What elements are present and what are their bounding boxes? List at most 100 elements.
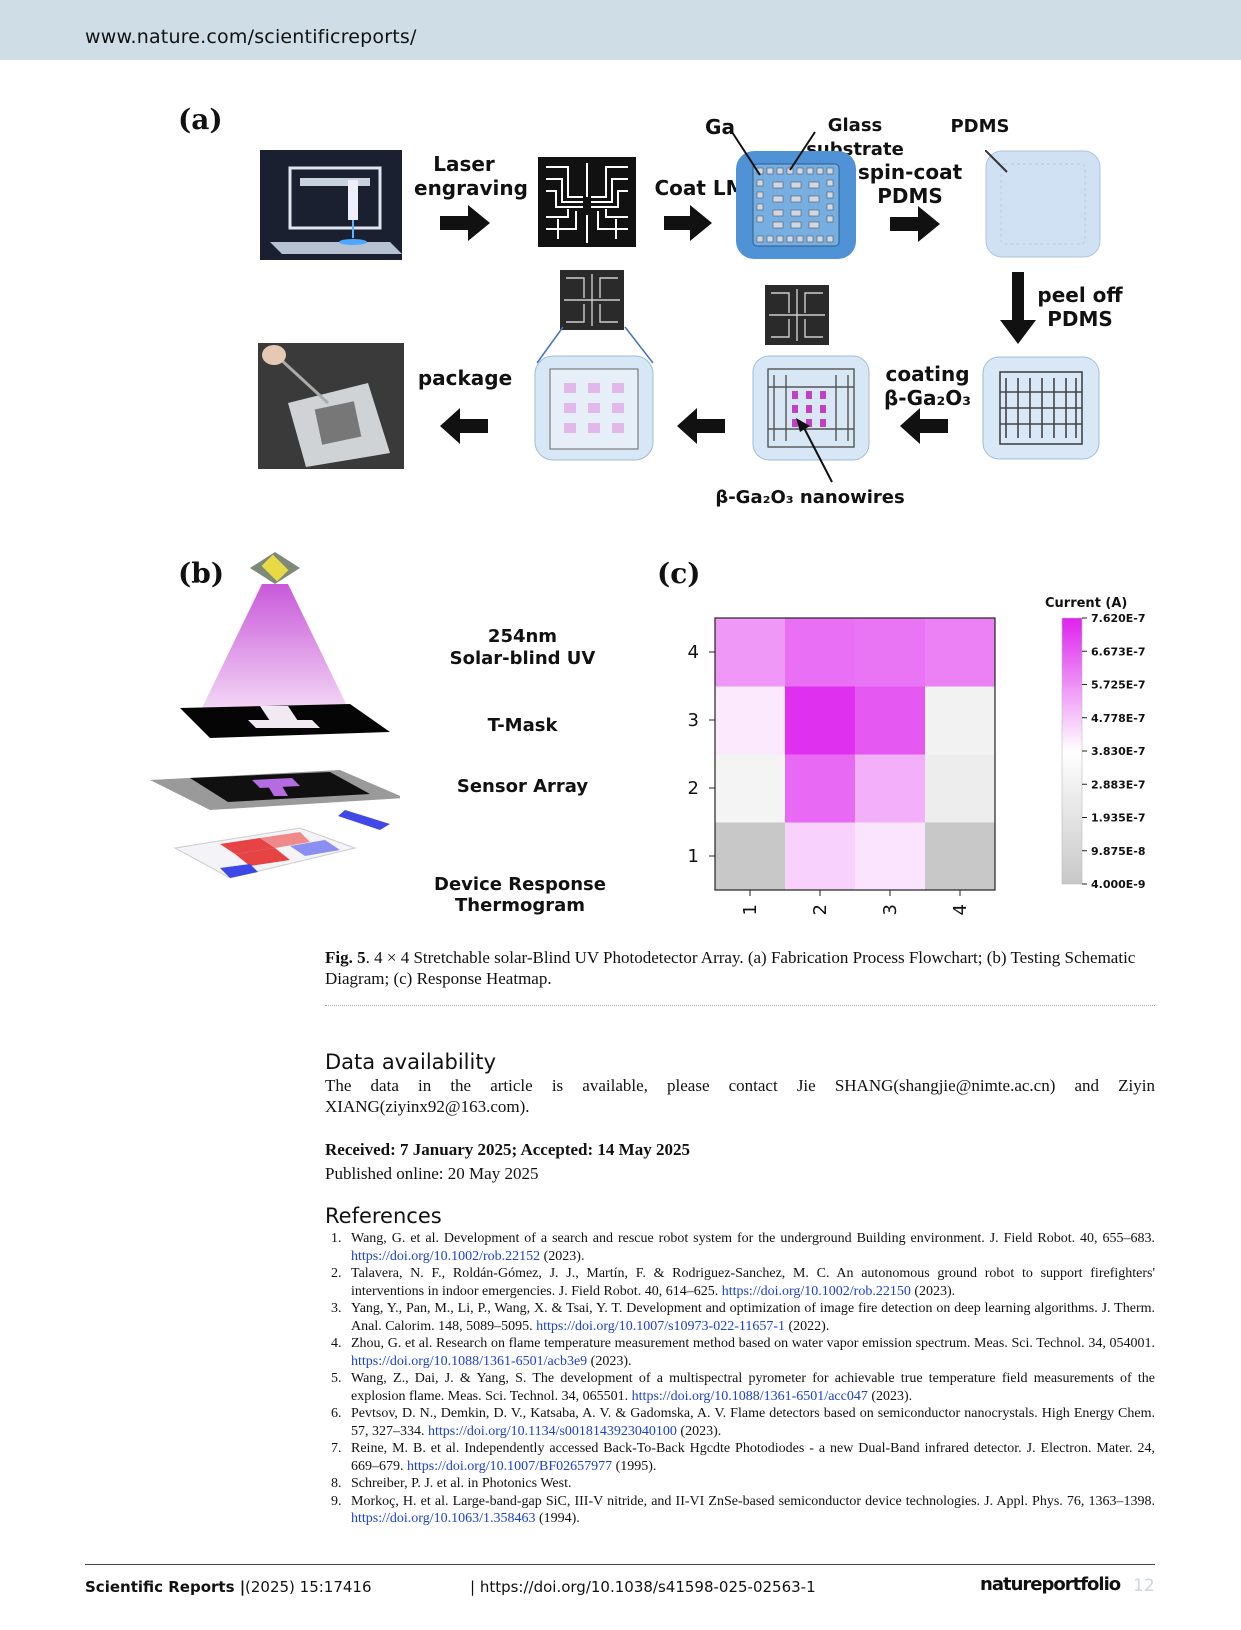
reference-year: (2023). bbox=[540, 1248, 585, 1264]
nanowire-chip-image bbox=[752, 355, 870, 461]
heatmap-cell bbox=[715, 618, 786, 687]
microscope-inset-image bbox=[560, 270, 624, 330]
heatmap-cell bbox=[925, 754, 996, 823]
peel-off-label-2: PDMS bbox=[1047, 307, 1113, 331]
colorbar-tick-label: 5.725E-7 bbox=[1091, 679, 1146, 692]
x-tick-label: 3 bbox=[880, 904, 901, 915]
arrow-down-icon bbox=[1000, 272, 1036, 344]
reference-number: 4. bbox=[331, 1336, 342, 1351]
footer-doi-link[interactable]: | https://doi.org/10.1038/s41598-025-025… bbox=[470, 1578, 816, 1596]
spin-coat-label-2: PDMS bbox=[877, 184, 943, 208]
laser-engraver-photo bbox=[260, 150, 402, 260]
heatmap-cell bbox=[855, 822, 926, 891]
arrow-right-icon bbox=[664, 205, 712, 241]
publisher-logo: natureportfolio bbox=[980, 1574, 1121, 1595]
reference-text: Wang, G. et al. Development of a search … bbox=[351, 1231, 1155, 1246]
heatmap-cell bbox=[925, 822, 996, 891]
reference-number: 2. bbox=[331, 1266, 342, 1281]
arrow-left-icon bbox=[440, 408, 488, 444]
colorbar-tick-label: 4.000E-9 bbox=[1091, 878, 1146, 891]
page-number: 12 bbox=[1133, 1576, 1155, 1596]
sensor-array-label: Sensor Array bbox=[456, 776, 589, 797]
pdms-label: PDMS bbox=[950, 116, 1010, 137]
colorbar-tick-label: 9.875E-8 bbox=[1091, 845, 1146, 858]
peel-off-label-1: peel off bbox=[1037, 283, 1123, 307]
reference-number: 7. bbox=[331, 1441, 342, 1456]
reference-text: Reine, M. B. et al. Independently access… bbox=[351, 1441, 1155, 1474]
uv-label-2: Solar-blind UV bbox=[449, 648, 596, 669]
heatmap-cell bbox=[855, 686, 926, 755]
panel-b-label: (b) bbox=[178, 557, 225, 590]
panel-a-label: (a) bbox=[178, 103, 223, 136]
reference-item: 2. Talavera, N. F., Roldán-Gómez, J. J., … bbox=[325, 1265, 1155, 1300]
reference-text: Schreiber, P. J. et al. in Photonics Wes… bbox=[351, 1476, 572, 1491]
packaged-chip-image bbox=[534, 355, 654, 461]
reference-number: 6. bbox=[331, 1406, 342, 1421]
site-url-link[interactable]: www.nature.com/scientificreports/ bbox=[85, 26, 417, 48]
laser-label-2: engraving bbox=[414, 176, 528, 200]
pdms-chip-image bbox=[985, 150, 1101, 258]
heatmap-cell bbox=[715, 754, 786, 823]
heatmap-cell bbox=[925, 618, 996, 687]
reference-text: Talavera, N. F., Roldán-Gómez, J. J., Ma… bbox=[351, 1266, 1155, 1299]
heatmap-cell bbox=[715, 686, 786, 755]
device-photo bbox=[258, 343, 404, 469]
reference-item: 5. Wang, Z., Dai, J. & Yang, S. The devel… bbox=[325, 1370, 1155, 1405]
reference-item: 7. Reine, M. B. et al. Independently acce… bbox=[325, 1440, 1155, 1475]
y-tick-label: 4 bbox=[688, 642, 699, 663]
data-availability-text: The data in the article is available, pl… bbox=[325, 1076, 1155, 1116]
references-heading: References bbox=[325, 1204, 442, 1228]
reference-number: 8. bbox=[331, 1476, 342, 1491]
reference-number: 3. bbox=[331, 1301, 342, 1316]
divider bbox=[325, 1005, 1155, 1006]
y-tick-label: 3 bbox=[688, 710, 699, 731]
laser-label-1: Laser bbox=[433, 152, 495, 176]
heatmap-cell bbox=[785, 754, 856, 823]
reference-text: Pevtsov, D. N., Demkin, D. V., Katsaba, … bbox=[351, 1406, 1155, 1439]
arrow-left-icon bbox=[900, 408, 948, 444]
reference-text: Zhou, G. et al. Research on flame temper… bbox=[351, 1336, 1155, 1351]
peeled-chip-image bbox=[982, 356, 1100, 460]
y-tick-label: 2 bbox=[688, 778, 699, 799]
coat-lm-label: Coat LM bbox=[654, 176, 746, 200]
heatmap-cell bbox=[785, 618, 856, 687]
colorbar-tick-label: 6.673E-7 bbox=[1091, 645, 1146, 658]
panel-c-label: (c) bbox=[657, 557, 701, 590]
reference-year: (1995). bbox=[612, 1458, 657, 1474]
reference-doi-link[interactable]: https://doi.org/10.1134/s001814392304010… bbox=[428, 1423, 677, 1439]
heatmap-cell bbox=[785, 686, 856, 755]
caption-text: . 4 × 4 Stretchable solar-Blind UV Photo… bbox=[325, 948, 1136, 988]
arrow-right-icon bbox=[440, 205, 490, 241]
figure-caption: Fig. 5. 4 × 4 Stretchable solar-Blind UV… bbox=[325, 947, 1155, 989]
reference-item: 1.Wang, G. et al. Development of a searc… bbox=[325, 1230, 1155, 1265]
reference-doi-link[interactable]: https://doi.org/10.1002/rob.22150 bbox=[721, 1283, 911, 1299]
nanowires-label: β-Ga₂O₃ nanowires bbox=[715, 487, 905, 508]
footer-volume: (2025) 15:17416 bbox=[245, 1578, 372, 1596]
reference-item: 8. Schreiber, P. J. et al. in Photonics W… bbox=[325, 1475, 1155, 1493]
reference-doi-link[interactable]: https://doi.org/10.1088/1361-6501/acb3e9 bbox=[351, 1353, 588, 1369]
colorbar-tick-label: 7.620E-7 bbox=[1091, 612, 1146, 625]
reference-text: Morkoç, H. et al. Large-band-gap SiC, II… bbox=[351, 1493, 1155, 1509]
data-availability-heading: Data availability bbox=[325, 1050, 497, 1074]
heatmap-cell bbox=[855, 618, 926, 687]
arrow-right-icon bbox=[890, 206, 940, 242]
colorbar-tick-label: 4.778E-7 bbox=[1091, 712, 1146, 725]
reference-doi-link[interactable]: https://doi.org/10.1007/s10973-022-11657… bbox=[536, 1318, 785, 1334]
reference-doi-link[interactable]: https://doi.org/10.1007/BF02657977 bbox=[407, 1458, 613, 1474]
reference-year: (2022). bbox=[785, 1318, 830, 1334]
response-label-1: Device Response bbox=[434, 874, 606, 895]
reference-text: Wang, Z., Dai, J. & Yang, S. The develop… bbox=[351, 1371, 1155, 1404]
arrow-left-icon bbox=[677, 408, 725, 444]
x-tick-label: 1 bbox=[740, 904, 761, 915]
pointer-lines bbox=[731, 131, 816, 176]
coating-material-label: β-Ga₂O₃ bbox=[883, 386, 972, 410]
reference-number: 5. bbox=[331, 1371, 342, 1386]
site-header: www.nature.com/scientificreports/ bbox=[0, 0, 1241, 60]
reference-doi-link[interactable]: https://doi.org/10.1088/1361-6501/acc047 bbox=[631, 1388, 868, 1404]
reference-doi-link[interactable]: https://doi.org/10.1063/1.358463 bbox=[351, 1511, 536, 1526]
x-tick-label: 2 bbox=[810, 904, 831, 915]
reference-year: (2023). bbox=[910, 1283, 956, 1299]
heatmap-cell bbox=[785, 822, 856, 891]
reference-list: 1.Wang, G. et al. Development of a searc… bbox=[325, 1230, 1155, 1528]
reference-doi-link[interactable]: https://doi.org/10.1002/rob.22152 bbox=[351, 1248, 541, 1264]
